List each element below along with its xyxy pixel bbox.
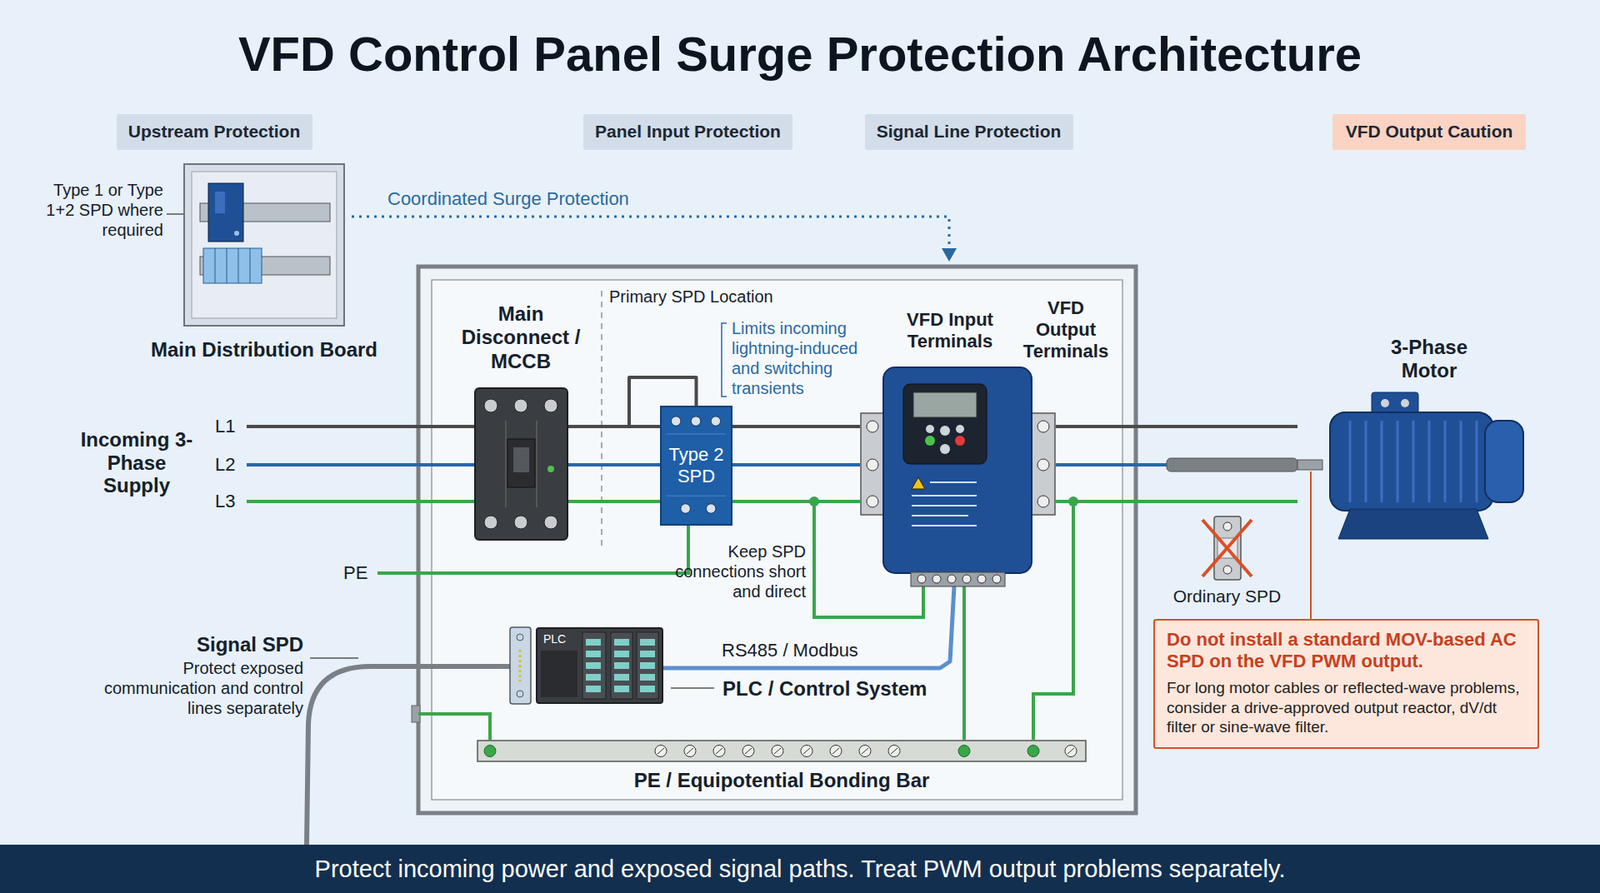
motor: 3-Phase Motor [1321,392,1528,541]
node-label: Main Distribution Board [133,338,395,362]
breaker-box: Main Disconnect / MCCB [474,387,569,541]
node-label: VFD Input Terminals [898,309,1002,353]
node-label: VFD Output Caution [1345,121,1514,143]
output-l1-wire [1055,425,1298,429]
bonding-bar: PE / Equipotential Bonding Bar [476,740,1087,763]
title: VFD Control Panel Surge Protection Archi… [0,25,1600,84]
node-label: Do not install a standard MOV-based AC S… [1166,629,1526,674]
primary-spd-line [600,290,603,551]
caption-bar: Protect incoming power and exposed signa… [0,845,1600,893]
phase-label: L3 [215,490,235,513]
l2-wire [246,463,660,467]
note: Keep SPD connections short and direct [655,541,806,602]
warning-box: Do not install a standard MOV-based AC S… [1153,619,1540,750]
coordination-line [351,216,950,250]
annotation: Primary SPD Location [609,286,774,307]
output-l3-wire [1055,500,1298,504]
bracket [721,323,727,397]
wire-connector [962,586,966,740]
signal-label: RS485 / Modbus [719,640,861,662]
wire-connector [568,377,697,427]
crossed-spd: Ordinary SPD [1199,515,1255,582]
note: Type 1 or Type 1+2 SPD where required [33,180,164,240]
phase-label: L2 [215,454,235,476]
supply-label: Incoming 3-Phase Supply [78,428,195,498]
node-text: PLC / Control System [722,677,927,701]
node-label: Ordinary SPD [1149,586,1305,608]
node-label: Signal Line Protection [876,121,1062,143]
caption: Protect incoming power and exposed signa… [315,855,1286,884]
tag-band: Signal Line Protection [865,114,1074,150]
node-text: For long motor cables or reflected-wave … [1166,678,1526,738]
indicator [519,650,522,682]
annotation: Limits incoming lightning-induced and sw… [731,318,885,399]
tag-band: Upstream Protection [116,114,313,150]
node-label: PLC [543,632,566,647]
panel-backplate [431,280,1123,800]
panel-enclosure [418,266,1136,814]
spd-box: Type 2 SPD [660,405,733,526]
plc-box: PLCPLC / Control System [535,627,664,705]
annotation: Coordinated Surge Protection [387,188,630,210]
node-label: Type 2 SPD [665,444,729,488]
signal-spd-module [510,627,531,705]
junction-dot [809,496,820,507]
node-label: Upstream Protection [128,121,301,143]
wire-connector [732,463,860,467]
note: Protect exposed communication and contro… [91,658,304,719]
motor-cable-sheath [1166,458,1298,472]
wire-connector [663,586,955,669]
node-text: VFD Output Terminals [1021,297,1110,363]
node-label: Panel Input Protection [595,121,781,143]
earth-label: PE [343,562,368,585]
node-label: 3-Phase Motor [1375,335,1484,384]
output-ground-wire [1033,501,1074,740]
part-name: Signal SPD [136,633,304,658]
junction-dot [1068,496,1079,507]
leader-line [310,657,359,660]
distribution-board: Main Distribution Board [183,163,345,327]
tag-band: Panel Input Protection [583,114,793,150]
tag-band: VFD Output Caution [1332,114,1526,150]
node-label: PE / Equipotential Bonding Bar [476,769,1087,793]
phase-label: L1 [215,415,235,438]
bond-wire [418,714,490,740]
warning-leader [1310,471,1312,620]
motor-shaft [1297,460,1323,470]
node-label: Main Disconnect / MCCB [454,302,588,374]
leader-line [670,687,715,690]
screw [516,634,524,641]
screw [516,690,524,698]
vfd-drive: VFD Input TerminalsVFD Output Terminals [860,367,1056,587]
arrowhead [941,248,957,262]
